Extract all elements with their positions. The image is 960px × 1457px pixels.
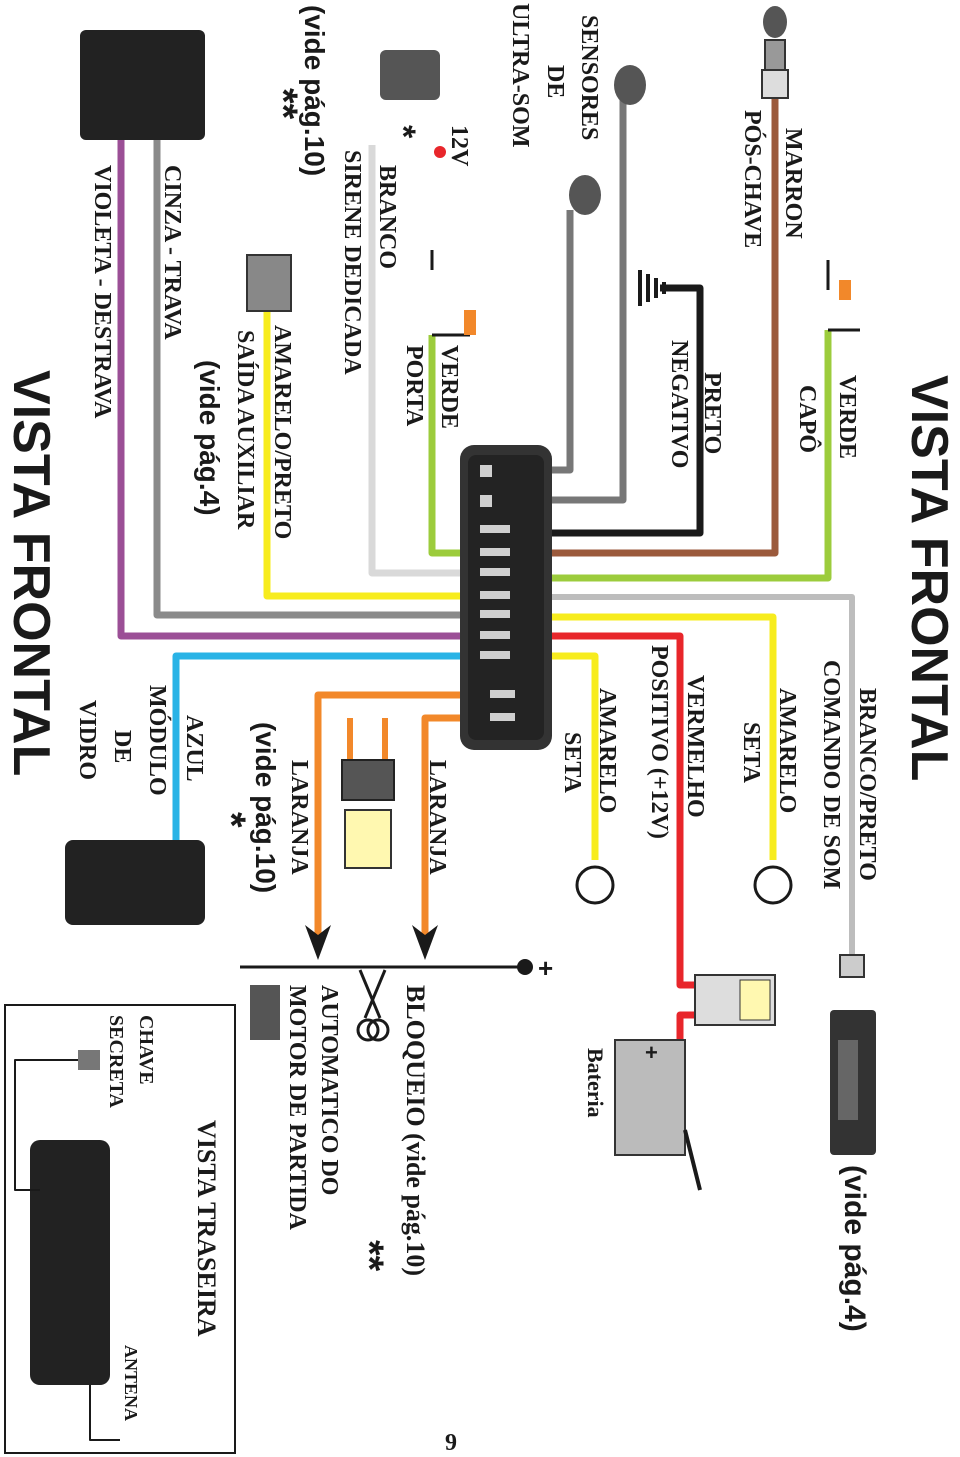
wire-azul	[172, 652, 490, 850]
ground-icon	[638, 270, 666, 306]
starter-relay	[250, 985, 280, 1040]
label-amarelo-preto: AMARELO/PRETO	[269, 325, 295, 539]
wire-sensor-1	[515, 210, 574, 474]
wire-laranja-1	[314, 691, 505, 940]
label-marron: MARRON	[780, 128, 806, 239]
wire-laranja-fuse	[347, 718, 388, 760]
label-laranja1: LARANJA	[424, 760, 450, 875]
wire-antena	[89, 1385, 120, 1441]
label-secreta: SECRETA	[105, 1015, 127, 1109]
stereo-icon	[830, 954, 876, 1155]
label-vidro: VIDRO	[74, 700, 100, 780]
label-violeta: VIOLETA - DESTRAVA	[89, 165, 115, 419]
label-sensores: SENSORES	[576, 15, 602, 140]
plus-sign: +	[538, 953, 553, 983]
label-vide4-aux: (vide pág.4)	[194, 360, 225, 516]
title-front-right: VISTA FRONTAL	[900, 375, 958, 781]
battery-icon	[614, 1039, 702, 1191]
label-amarelo-seta2: AMARELO	[594, 688, 620, 813]
wire-chave-secreta	[14, 1059, 80, 1191]
wire-vermelho	[515, 632, 700, 989]
bulb-icon	[575, 865, 793, 905]
label-positivo: POSITIVO (+12V)	[646, 645, 672, 839]
fuse-icon	[694, 974, 776, 1026]
battery-plus: +	[645, 1040, 658, 1065]
plus-dot	[517, 959, 533, 975]
label-sirene: SIRENE DEDICADA	[339, 150, 365, 375]
window-module	[65, 840, 205, 925]
label-chave: CHAVE	[135, 1015, 157, 1085]
arrow-laranja-2	[412, 925, 438, 960]
wire-cinza	[153, 140, 490, 619]
label-vide10-laranja: (vide pág.10)	[250, 722, 281, 893]
fuse-icon	[341, 759, 395, 869]
label-ultra-som: ULTRA-SOM	[507, 3, 533, 147]
label-laranja2: LARANJA	[286, 760, 312, 875]
secret-button	[78, 1050, 100, 1070]
ground-icon	[430, 250, 476, 337]
wire-amarelo-preto	[263, 310, 490, 600]
label-vide4-som: (vide pág.4)	[838, 1165, 871, 1332]
key-icon	[761, 6, 789, 99]
wire-violeta	[117, 140, 490, 640]
label-modulo: MÓDULO	[144, 685, 171, 796]
page-number: 9	[445, 1430, 457, 1456]
label-12v: 12V	[446, 125, 472, 167]
label-branco: BRANCO	[374, 165, 400, 269]
label-de-vidro: DE	[109, 730, 135, 763]
label-antena: ANTENA	[121, 1345, 141, 1421]
label-verde-porta: VERDE	[436, 345, 462, 429]
wire-amarelo-seta1	[515, 613, 777, 860]
control-unit	[80, 30, 205, 140]
label-asterisk-sirene: *	[384, 125, 422, 139]
label-automatico: AUTOMATICO DO	[316, 985, 342, 1195]
siren-icon	[380, 50, 440, 100]
wire-marron	[515, 95, 779, 557]
label-amarelo-seta1: AMARELO	[774, 688, 800, 813]
wire-preto	[515, 284, 704, 537]
label-seta2: SETA	[559, 732, 585, 794]
label-double-asterisk-sirene: **	[261, 88, 305, 120]
title-rear: VISTA TRASEIRA	[192, 1120, 221, 1337]
label-saida-aux: SAÍDA AUXILIAR	[232, 330, 258, 530]
label-capo: CAPÔ	[794, 385, 821, 453]
label-preto: PRETO	[699, 372, 725, 454]
12v-dot	[434, 146, 446, 158]
connector-pins	[480, 465, 515, 721]
wire-branco	[368, 145, 490, 577]
label-porta: PORTA	[401, 345, 427, 427]
label-branco-preto: BRANCO/PRETO	[854, 688, 880, 881]
label-pos-chave: PÓS-CHAVE	[739, 110, 766, 248]
label-verde-capo: VERDE	[834, 375, 860, 459]
label-de: DE	[542, 65, 568, 98]
rear-unit	[30, 1140, 110, 1385]
title-front-left: VISTA FRONTAL	[2, 370, 60, 776]
ground-icon	[826, 260, 860, 332]
label-motor: MOTOR DE PARTIDA	[284, 985, 310, 1231]
sensor-icon	[569, 65, 646, 215]
label-cinza: CINZA - TRAVA	[159, 165, 185, 340]
label-asterisk-laranja: *	[209, 812, 253, 828]
scissors-icon	[356, 969, 390, 1042]
label-comando-som: COMANDO DE SOM	[818, 660, 844, 889]
wire-branco-preto	[515, 594, 855, 955]
arrow-laranja-1	[305, 925, 331, 960]
label-vide10-sirene: (vide pág.10)	[299, 5, 330, 176]
label-double-asterisk-bloqueio: **	[347, 1240, 391, 1272]
label-bateria: Bateria	[583, 1048, 608, 1118]
label-azul: AZUL	[181, 715, 207, 782]
label-vermelho: VERMELHO	[682, 675, 708, 818]
wire-verde-capo	[515, 330, 832, 582]
aux-connector	[246, 254, 292, 312]
label-seta1: SETA	[738, 722, 764, 784]
label-negativo: NEGATIVO	[666, 340, 692, 468]
label-bloqueio: BLOQUEIO (vide pág.10)	[401, 985, 430, 1276]
